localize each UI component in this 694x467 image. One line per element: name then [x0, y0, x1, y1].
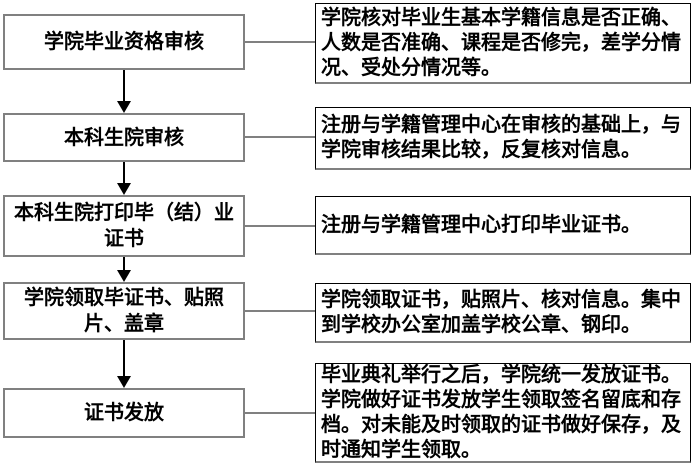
down-arrow-icon	[117, 257, 131, 282]
description-text: 学院核对毕业生基本学籍信息是否正确、人数是否准确、课程是否修完，差学分情况、受处…	[321, 6, 681, 79]
description-text: 学院领取证书，贴照片、核对信息。集中到学校办公室加盖学校公章、钢印。	[321, 288, 681, 336]
connector-line	[245, 225, 315, 227]
down-arrow-icon	[117, 70, 131, 113]
description-box-collect-photo-seal: 学院领取证书，贴照片、核对信息。集中到学校办公室加盖学校公章、钢印。	[315, 283, 691, 343]
process-box-print-certificate: 本科生院打印毕（结）业 证书	[3, 195, 245, 257]
description-box-certificate-issuance: 毕业典礼举行之后，学院统一发放证书。学院做好证书发放学生领取签名留底和存档。对未…	[315, 363, 691, 463]
description-box-qualification-review: 学院核对毕业生基本学籍信息是否正确、人数是否准确、课程是否修完，差学分情况、受处…	[315, 3, 691, 84]
connector-line	[245, 310, 315, 312]
process-box-undergraduate-school-review: 本科生院审核	[3, 113, 245, 162]
description-text: 注册与学籍管理中心在审核的基础上，与学院审核结果比较，反复核对信息。	[321, 114, 681, 161]
process-box-college-collect-seal: 学院领取毕证书、贴照 片、盖章	[3, 282, 245, 340]
description-box-registration-center-review: 注册与学籍管理中心在审核的基础上，与学院审核结果比较，反复核对信息。	[315, 107, 691, 170]
description-text: 注册与学籍管理中心打印毕业证书。	[321, 213, 641, 236]
connector-line	[245, 136, 315, 138]
description-text: 毕业典礼举行之后，学院统一发放证书。学院做好证书发放学生领取签名留底和存档。对未…	[321, 363, 681, 461]
process-box-label: 证书发放	[84, 402, 164, 424]
process-box-label: 学院领取毕证书、贴照 片、盖章	[24, 287, 224, 335]
connector-line	[245, 412, 315, 414]
process-box-college-qualification-review: 学院毕业资格审核	[3, 14, 245, 70]
connector-line	[245, 41, 315, 43]
down-arrow-icon	[117, 162, 131, 195]
description-box-print-certificate: 注册与学籍管理中心打印毕业证书。	[315, 196, 691, 255]
process-box-label: 学院毕业资格审核	[44, 31, 204, 53]
process-box-label: 本科生院审核	[64, 126, 184, 149]
process-box-label: 本科生院打印毕（结）业 证书	[14, 202, 234, 250]
process-box-certificate-issuance: 证书发放	[3, 388, 245, 438]
down-arrow-icon	[117, 340, 131, 388]
